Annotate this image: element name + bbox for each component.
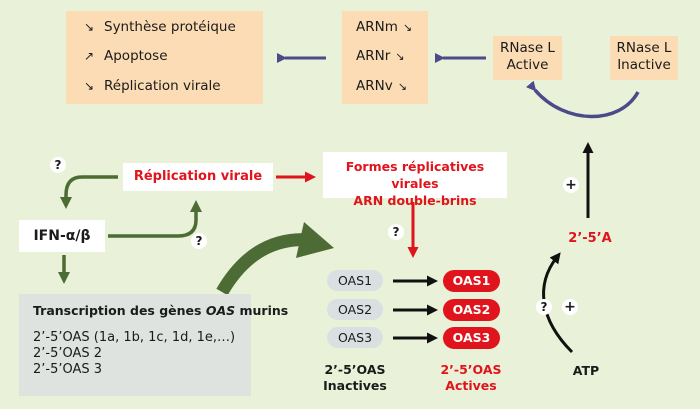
arn-r: ARNr↘ bbox=[356, 48, 405, 64]
oas2-active-pill: OAS2 bbox=[443, 299, 500, 321]
effects-box: ↘Synthèse protéique ↗Apoptose ↘Réplicati… bbox=[66, 11, 263, 104]
atp-label: ATP bbox=[572, 363, 600, 378]
ifn-box: IFN-α/β bbox=[19, 220, 105, 252]
actives-label: 2’-5’OAS Actives bbox=[440, 362, 502, 393]
question-mark-icon: ? bbox=[536, 299, 552, 315]
oas-gene-line: 2’-5’OAS (1a, 1b, 1c, 1d, 1e,…) bbox=[33, 330, 236, 345]
rnase-l-active: RNase L Active bbox=[493, 36, 562, 80]
product-25a-label: 2’-5’A bbox=[568, 231, 612, 246]
arrow-rnase-activation bbox=[525, 80, 640, 119]
viral-replication-box: Réplication virale bbox=[123, 163, 273, 191]
arn-box: ARNm↘ ARNr↘ ARNv↘ bbox=[342, 11, 428, 104]
oas2-inactive-pill: OAS2 bbox=[327, 299, 383, 320]
decrease-arrow-icon: ↘ bbox=[397, 80, 407, 93]
oas-gene-line: 2’-5’OAS 2 bbox=[33, 346, 103, 361]
oas1-active-pill: OAS1 bbox=[443, 270, 500, 292]
arrowhead-transcription-to-oas bbox=[296, 222, 334, 258]
inactives-label: 2’-5’OAS Inactives bbox=[323, 362, 387, 393]
effect-protein-synthesis: ↘Synthèse protéique bbox=[84, 19, 236, 35]
replicative-forms-box: Formes réplicatives virales ARN double-b… bbox=[323, 152, 507, 208]
increase-arrow-icon: ↗ bbox=[84, 49, 95, 63]
transcription-box: Transcription des gènes OAS murins 2’-5’… bbox=[19, 294, 289, 396]
transcription-title: Transcription des gènes OAS murins bbox=[33, 303, 289, 318]
arrow-replication-to-ifn bbox=[60, 175, 118, 209]
decrease-arrow-icon: ↘ bbox=[84, 20, 95, 34]
question-mark-icon: ? bbox=[388, 224, 404, 240]
effect-viral-replication: ↘Réplication virale bbox=[84, 78, 221, 94]
effect-apoptosis: ↗Apoptose bbox=[84, 48, 168, 64]
question-mark-icon: ? bbox=[191, 233, 207, 249]
oas3-active-pill: OAS3 bbox=[443, 327, 500, 349]
arn-m: ARNm↘ bbox=[356, 19, 413, 35]
decrease-arrow-icon: ↘ bbox=[84, 79, 95, 93]
decrease-arrow-icon: ↘ bbox=[395, 50, 405, 63]
rnase-l-inactive: RNase L Inactive bbox=[610, 36, 678, 80]
arn-v: ARNv↘ bbox=[356, 78, 407, 94]
plus-icon: + bbox=[563, 177, 579, 193]
plus-icon: + bbox=[562, 299, 578, 315]
question-mark-icon: ? bbox=[50, 157, 66, 173]
arrow-ifn-to-replication bbox=[108, 200, 202, 238]
decrease-arrow-icon: ↘ bbox=[402, 21, 413, 34]
oas-gene-line: 2’-5’OAS 3 bbox=[33, 362, 103, 377]
oas3-inactive-pill: OAS3 bbox=[327, 327, 383, 348]
oas1-inactive-pill: OAS1 bbox=[327, 270, 383, 291]
